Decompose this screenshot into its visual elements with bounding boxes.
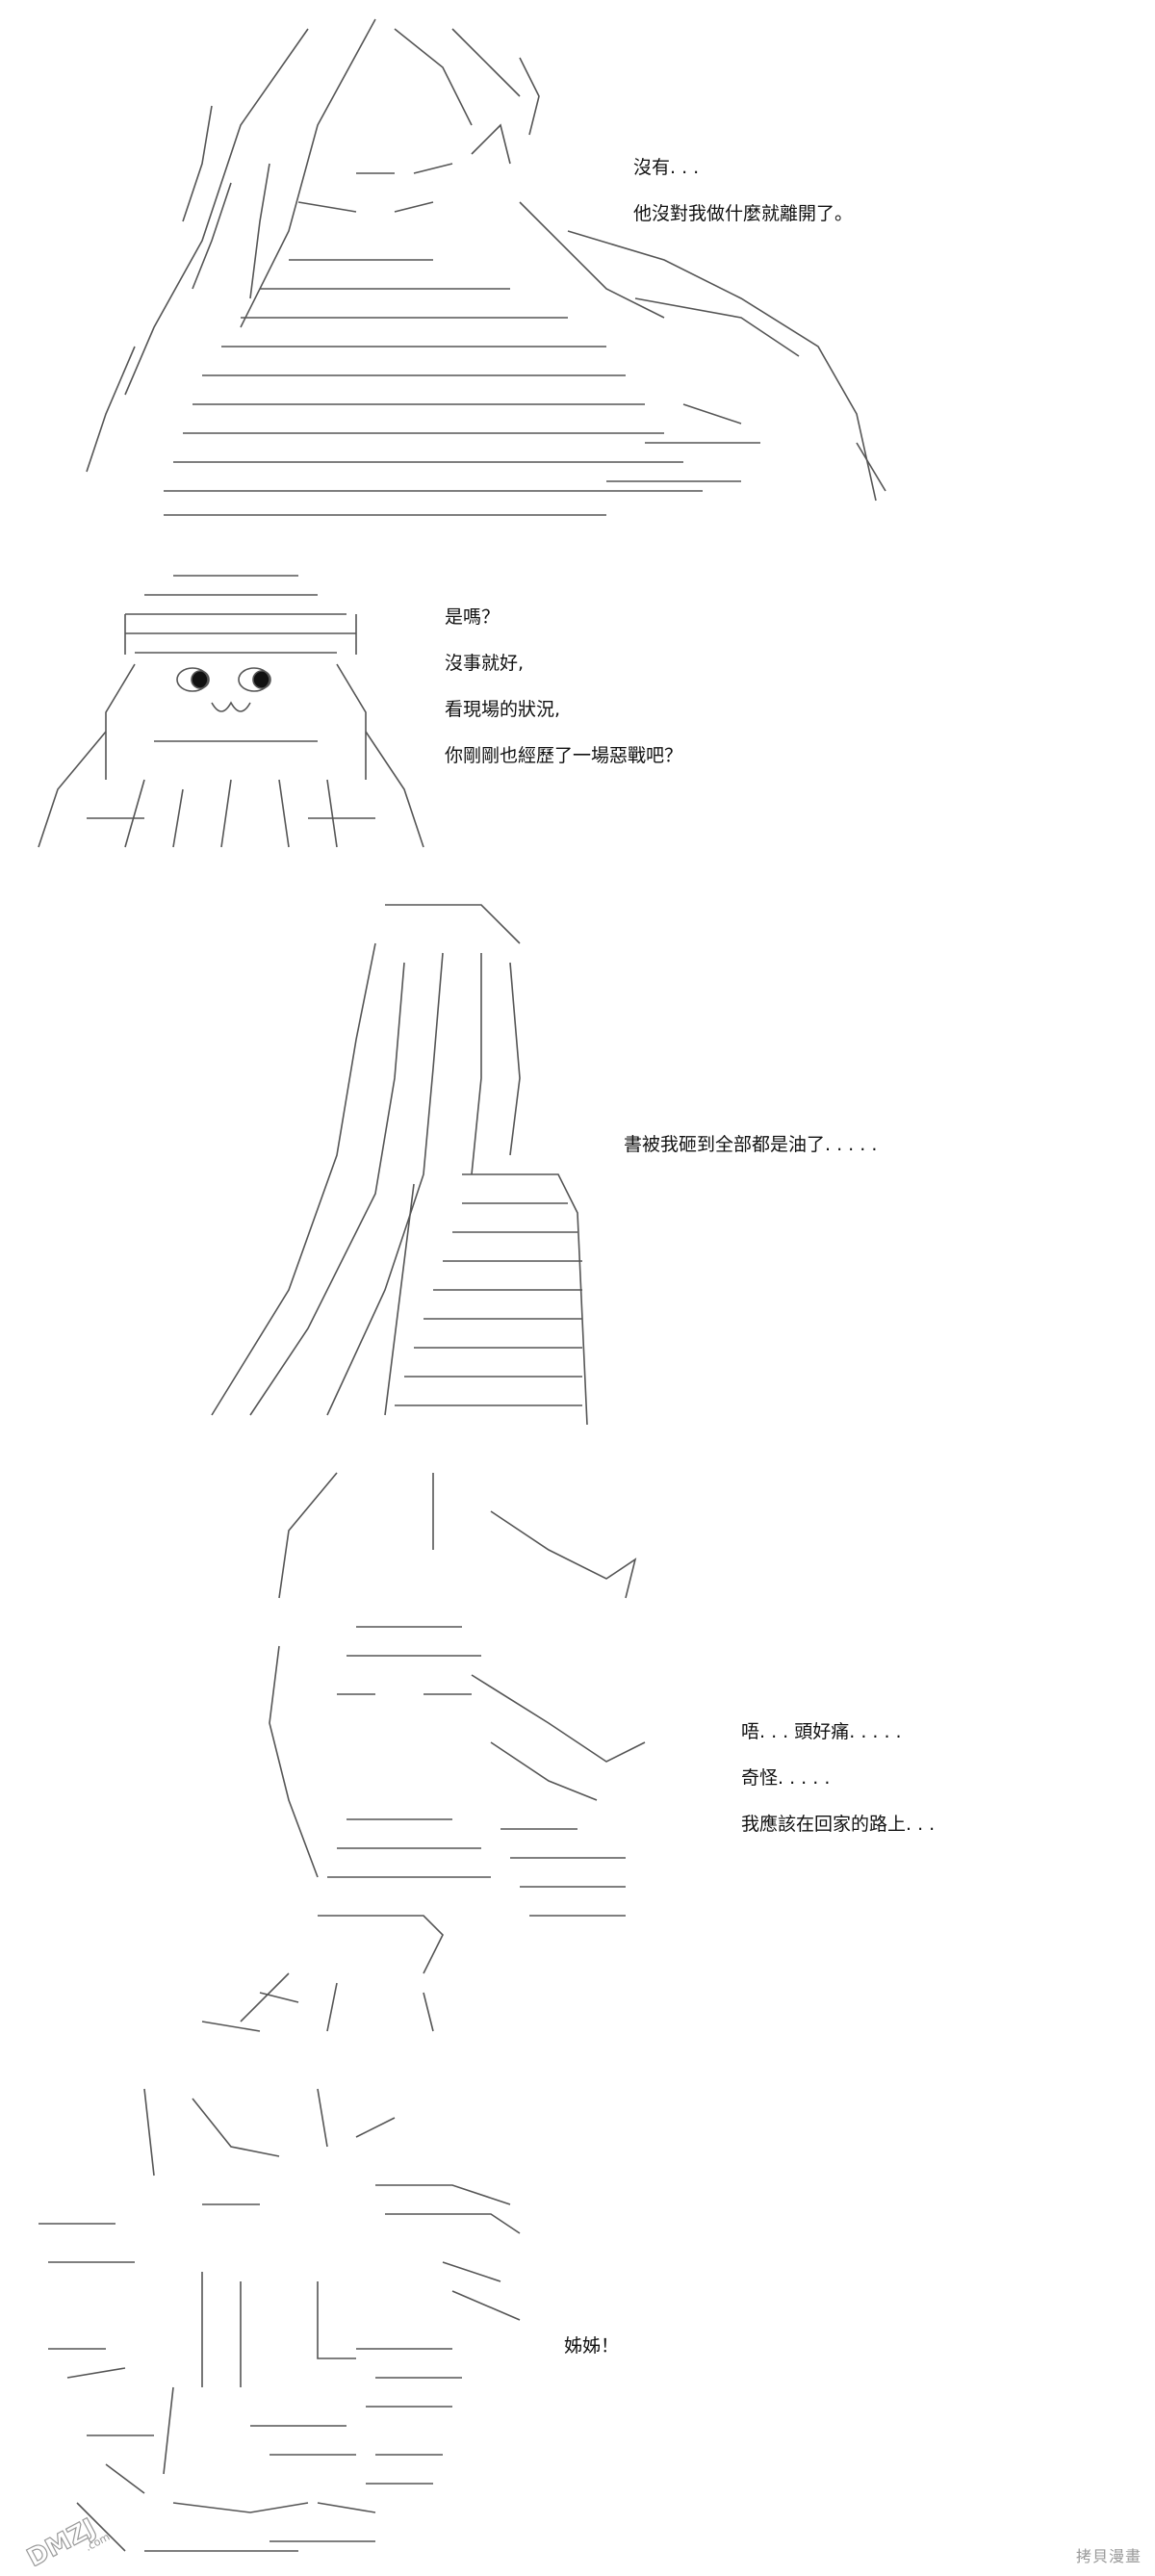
dialogue-line: 沒有. . . — [633, 157, 700, 178]
dialogue-line: 看現場的狀況, — [445, 699, 561, 720]
dialogue-line: 是嗎？ — [445, 606, 500, 628]
ascii-art-character-shouting — [29, 2070, 568, 2570]
dialogue-panel-5: 姊姊！ — [564, 2337, 619, 2383]
dialogue-line: 你剛剛也經歷了一場惡戰吧？ — [445, 745, 683, 766]
dialogue-line: 奇怪. . . . . — [741, 1767, 831, 1789]
dialogue-line: 他沒對我做什麼就離開了。 — [633, 203, 854, 224]
panel-4: 唔. . . 頭好痛. . . . . 奇怪. . . . . 我應該在回家的路… — [0, 1444, 1155, 2041]
panel-1: 沒有. . . 他沒對我做什麼就離開了。 — [0, 0, 1155, 539]
copy-manga-watermark: 拷貝漫畫 — [1075, 2547, 1142, 2565]
panel-3: 書被我砸到全部都是油了. . . . . — [0, 876, 1155, 1425]
dialogue-panel-3: 書被我砸到全部都是油了. . . . . — [624, 1136, 877, 1182]
ascii-art-character-long-hair — [67, 10, 914, 529]
panel-5: 姊姊！ — [0, 2060, 1155, 2576]
dialogue-line: 唔. . . 頭好痛. . . . . — [741, 1721, 902, 1742]
dialogue-line: 姊姊！ — [564, 2335, 620, 2357]
ascii-art-character-hat — [29, 558, 433, 857]
panel-2: 是嗎？ 沒事就好, 看現場的狀況, 你剛剛也經歷了一場惡戰吧？ — [0, 549, 1155, 866]
dmzj-logo-watermark: DMZJ .com — [15, 2509, 121, 2573]
dialogue-panel-4: 唔. . . 頭好痛. . . . . 奇怪. . . . . 我應該在回家的路… — [741, 1723, 935, 1862]
dialogue-line: 我應該在回家的路上. . . — [741, 1814, 936, 1835]
dialogue-panel-2: 是嗎？ 沒事就好, 看現場的狀況, 你剛剛也經歷了一場惡戰吧？ — [445, 608, 682, 793]
dialogue-panel-1: 沒有. . . 他沒對我做什麼就離開了。 — [633, 159, 853, 251]
dialogue-line: 沒事就好, — [445, 653, 525, 674]
ascii-art-character-holding-book — [192, 886, 616, 1425]
dialogue-line: 書被我砸到全部都是油了. . . . . — [624, 1134, 878, 1155]
ascii-art-character-waking — [144, 1454, 741, 2041]
